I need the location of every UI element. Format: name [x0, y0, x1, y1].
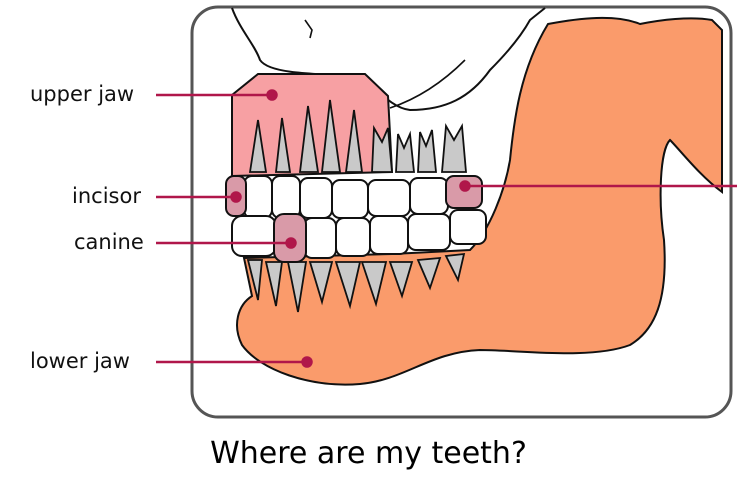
- label-lower-jaw: lower jaw: [30, 349, 130, 373]
- pointer-lines: [156, 89, 737, 368]
- upper-teeth: [243, 175, 449, 219]
- lower-teeth: [231, 209, 487, 259]
- lower-jaw-pointer-dot: [301, 356, 313, 368]
- label-incisor: incisor: [72, 184, 141, 208]
- molar-tooth: [445, 175, 483, 209]
- upper-tooth-roots: [248, 99, 467, 173]
- skull-detail: [389, 59, 466, 109]
- label-upper-jaw: upper jaw: [30, 82, 135, 106]
- diagram-caption: Where are my teeth?: [210, 436, 527, 471]
- upper-jaw-pointer-dot: [266, 89, 278, 101]
- molar-pointer-dot: [459, 180, 471, 192]
- skull-detail: [304, 19, 313, 39]
- label-canine: canine: [74, 230, 144, 254]
- canine-pointer-dot: [285, 237, 297, 249]
- incisor-pointer-dot: [230, 191, 242, 203]
- lower-tooth-roots: [246, 252, 466, 313]
